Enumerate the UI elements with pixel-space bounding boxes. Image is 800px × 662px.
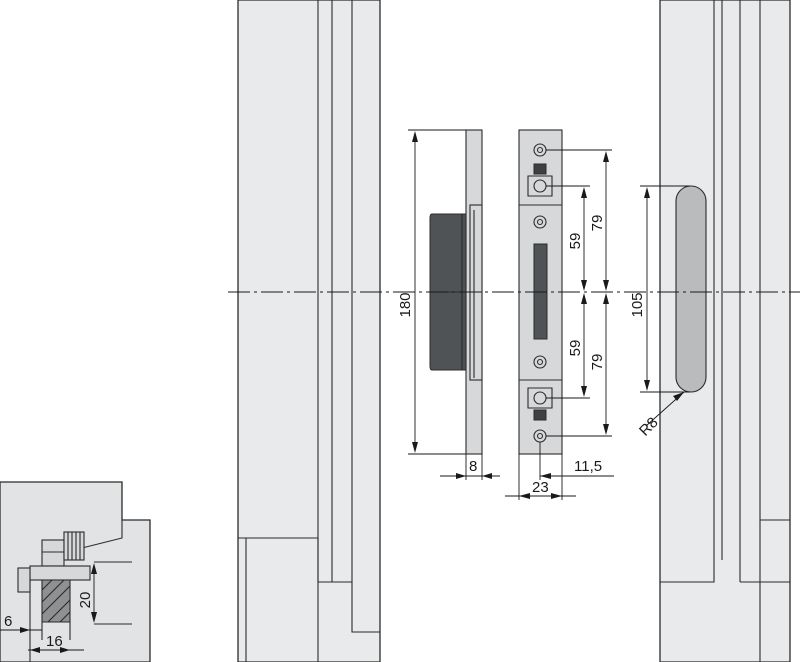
dimension-23 <box>505 454 576 500</box>
label-180: 180 <box>397 292 414 317</box>
label-8: 8 <box>469 458 477 475</box>
label-section-20: 20 <box>77 592 94 609</box>
section-dimension-20 <box>91 563 97 623</box>
label-23: 23 <box>532 479 549 496</box>
dimension-11-5 <box>539 442 614 480</box>
label-105: 105 <box>629 292 646 317</box>
label-59-lower: 59 <box>567 340 584 357</box>
keeper-side-view <box>429 129 483 455</box>
dimension-59-upper <box>546 185 590 291</box>
section-dimension-16 <box>28 647 84 653</box>
dimension-105 <box>640 185 690 393</box>
dimension-r8 <box>645 391 685 427</box>
elongated-slot <box>675 185 707 393</box>
label-11-5: 11,5 <box>574 458 602 475</box>
dimension-79-lower <box>546 293 612 437</box>
dimension-79-upper <box>546 149 612 291</box>
section-dimension-6 <box>0 627 42 633</box>
label-79-upper: 79 <box>589 215 606 232</box>
label-59-upper: 59 <box>567 233 584 250</box>
label-r8: R8 <box>636 414 662 440</box>
section-detail <box>0 481 151 662</box>
dimension-8 <box>440 454 500 480</box>
label-79-lower: 79 <box>589 354 606 371</box>
right-frame-profile <box>659 0 791 662</box>
dimension-180 <box>408 129 466 455</box>
label-section-6: 6 <box>4 613 12 630</box>
left-frame-profile <box>237 0 381 662</box>
dimension-59-lower <box>546 293 590 399</box>
label-section-16: 16 <box>46 633 63 650</box>
